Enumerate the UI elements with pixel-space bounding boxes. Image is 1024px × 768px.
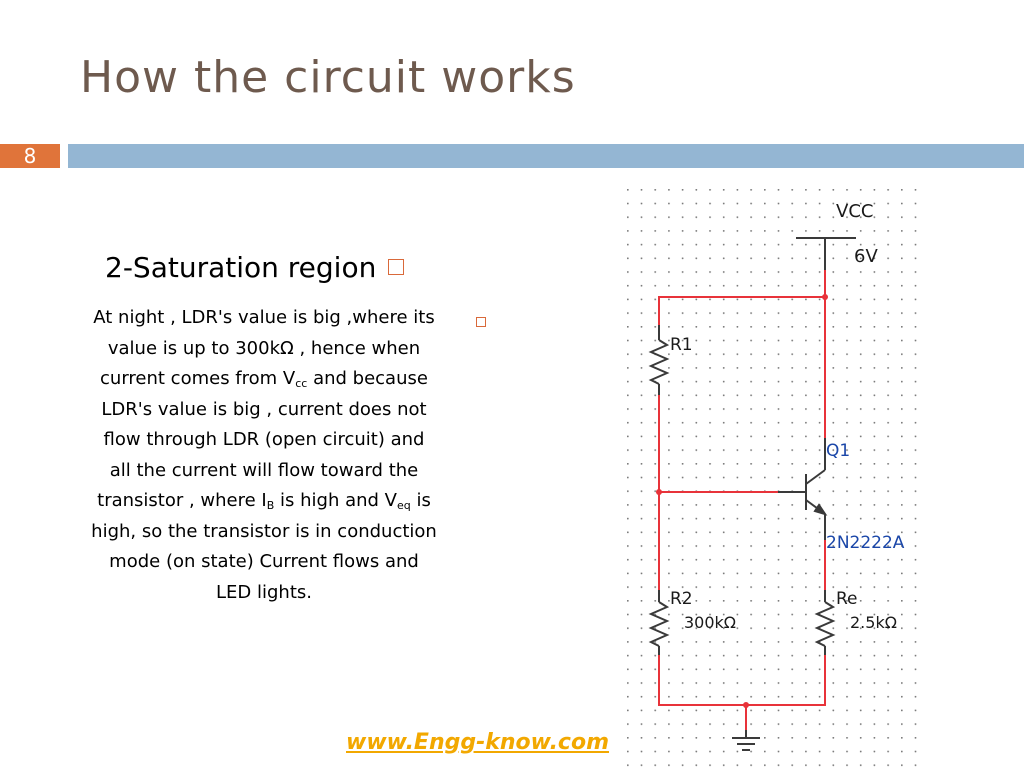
body-line: LED lights. [216,581,312,603]
explanation-paragraph: At night , LDR's value is big ,where its… [62,303,466,608]
ib-subscript: B [266,499,275,512]
title-divider-bar [68,144,1024,168]
body-line: LDR's value is big , current does not [101,398,427,420]
transistor-q1 [778,438,828,540]
r2-value: 300kΩ [684,613,736,632]
body-line: transistor , where I [97,490,267,511]
vcc-subscript: cc [295,377,308,390]
circuit-schematic: VCC 6V R1 Q1 2N2222A R2 [618,183,922,768]
watermark-link[interactable]: www.Engg-know.com [346,730,610,755]
veq-subscript: eq [396,499,411,512]
junction-dots [656,294,828,708]
resistor-r1 [648,325,670,395]
body-line: At night , LDR's value is big ,where its [93,307,435,328]
vcc-label: VCC [836,201,873,222]
resistor-r2 [648,590,670,655]
bullet-square-icon [388,259,405,275]
re-label: Re [836,589,858,609]
q1-label: Q1 [826,441,850,461]
q1-part-number: 2N2222A [826,533,905,553]
r1-label: R1 [670,335,693,355]
vcc-value: 6V [854,246,878,267]
body-line: current comes from V [100,368,296,389]
slide-number: 8 [0,144,60,168]
body-line: is [410,490,431,511]
ground-icon [732,730,760,751]
section-heading: 2-Saturation region [105,251,475,284]
body-line: high, so the transistor is in conduction [91,520,437,542]
body-line: and because [307,368,428,389]
body-line: flow through LDR (open circuit) and [103,429,425,450]
body-line: is high and V [274,490,397,511]
r2-label: R2 [670,589,693,609]
slide-title: How the circuit works [80,52,576,103]
resistor-re [814,590,836,655]
body-line: value is up to 300kΩ , hence when [107,337,421,359]
section-heading-text: 2-Saturation region [105,251,377,284]
grid-background [618,183,922,768]
body-line: all the current will flow toward the [109,459,419,481]
body-line: mode (on state) Current flows and [109,551,419,572]
vcc-source [796,237,856,270]
re-value: 2.5kΩ [850,613,897,632]
bullet-square-icon [476,317,486,327]
